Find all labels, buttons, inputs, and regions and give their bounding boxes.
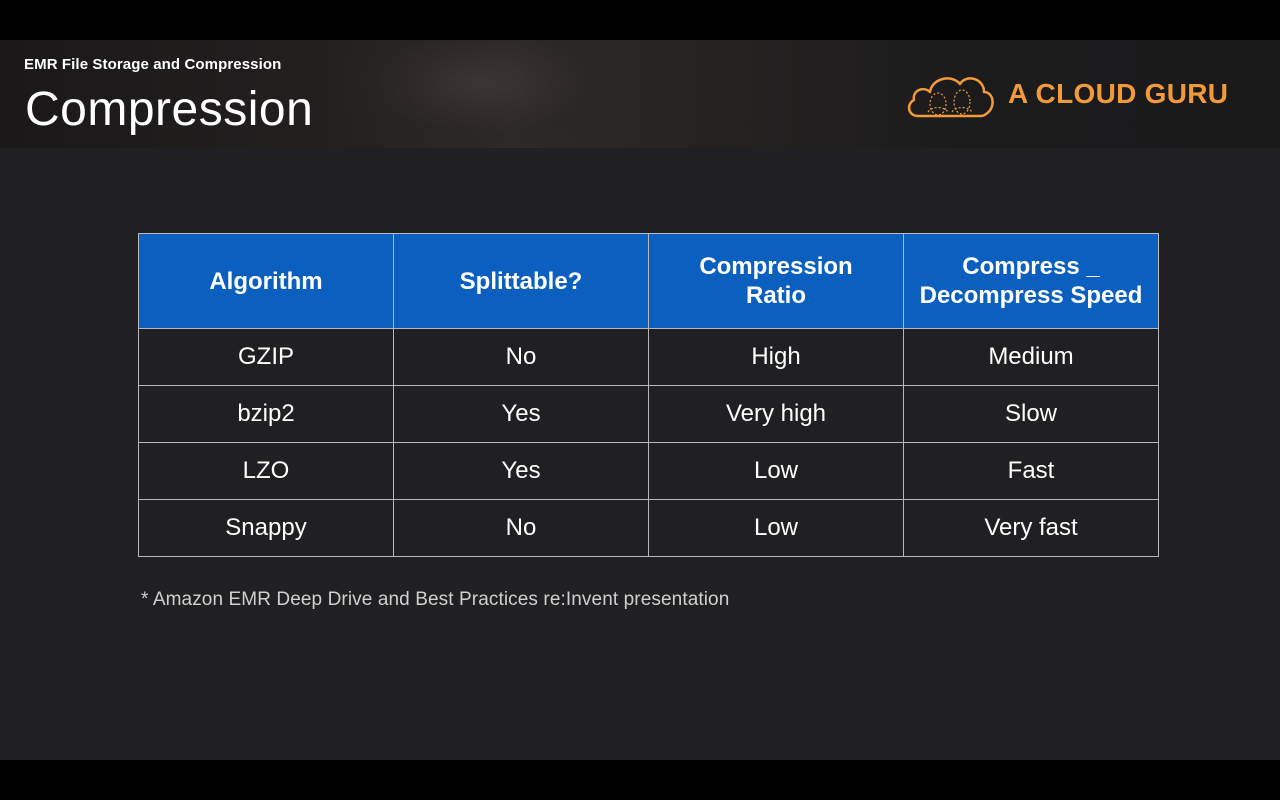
presenter-video-overlay	[330, 40, 630, 148]
slide: EMR File Storage and Compression Compres…	[0, 40, 1280, 760]
compression-table: Algorithm Splittable? Compression Ratio …	[138, 233, 1159, 557]
column-header-splittable: Splittable?	[393, 233, 649, 329]
table-cell: Medium	[903, 328, 1159, 386]
section-subtitle: EMR File Storage and Compression	[24, 56, 282, 73]
table-row: Snappy No Low Very fast	[138, 499, 1159, 557]
table-cell: Very fast	[903, 499, 1159, 557]
column-header-speed-text: Compress _ Decompress Speed	[919, 253, 1143, 309]
table-cell: LZO	[138, 442, 394, 500]
table-row: bzip2 Yes Very high Slow	[138, 385, 1159, 443]
column-header-compression-ratio-text: Compression Ratio	[699, 253, 853, 309]
brand-name: A CLOUD GURU	[1008, 78, 1229, 109]
source-footnote: * Amazon EMR Deep Drive and Best Practic…	[141, 589, 730, 610]
table-cell: No	[393, 328, 649, 386]
table-cell: Yes	[393, 385, 649, 443]
slide-header: EMR File Storage and Compression Compres…	[0, 40, 1280, 148]
column-header-speed: Compress _ Decompress Speed	[903, 233, 1159, 329]
column-header-algorithm: Algorithm	[138, 233, 394, 329]
table-cell: Low	[648, 442, 904, 500]
table-cell: No	[393, 499, 649, 557]
table-cell: Fast	[903, 442, 1159, 500]
table-row: LZO Yes Low Fast	[138, 442, 1159, 500]
brand-logo: A CLOUD GURU	[904, 66, 1228, 122]
table-cell: Snappy	[138, 499, 394, 557]
table-cell: bzip2	[138, 385, 394, 443]
table-cell: Slow	[903, 385, 1159, 443]
table-cell: High	[648, 328, 904, 386]
cloud-logo-icon	[907, 77, 994, 118]
table-cell: GZIP	[138, 328, 394, 386]
table-cell: Low	[648, 499, 904, 557]
column-header-compression-ratio: Compression Ratio	[648, 233, 904, 329]
table-header-row: Algorithm Splittable? Compression Ratio …	[138, 233, 1159, 329]
table-row: GZIP No High Medium	[138, 328, 1159, 386]
slide-title: Compression	[25, 83, 314, 136]
table-cell: Very high	[648, 385, 904, 443]
table-cell: Yes	[393, 442, 649, 500]
